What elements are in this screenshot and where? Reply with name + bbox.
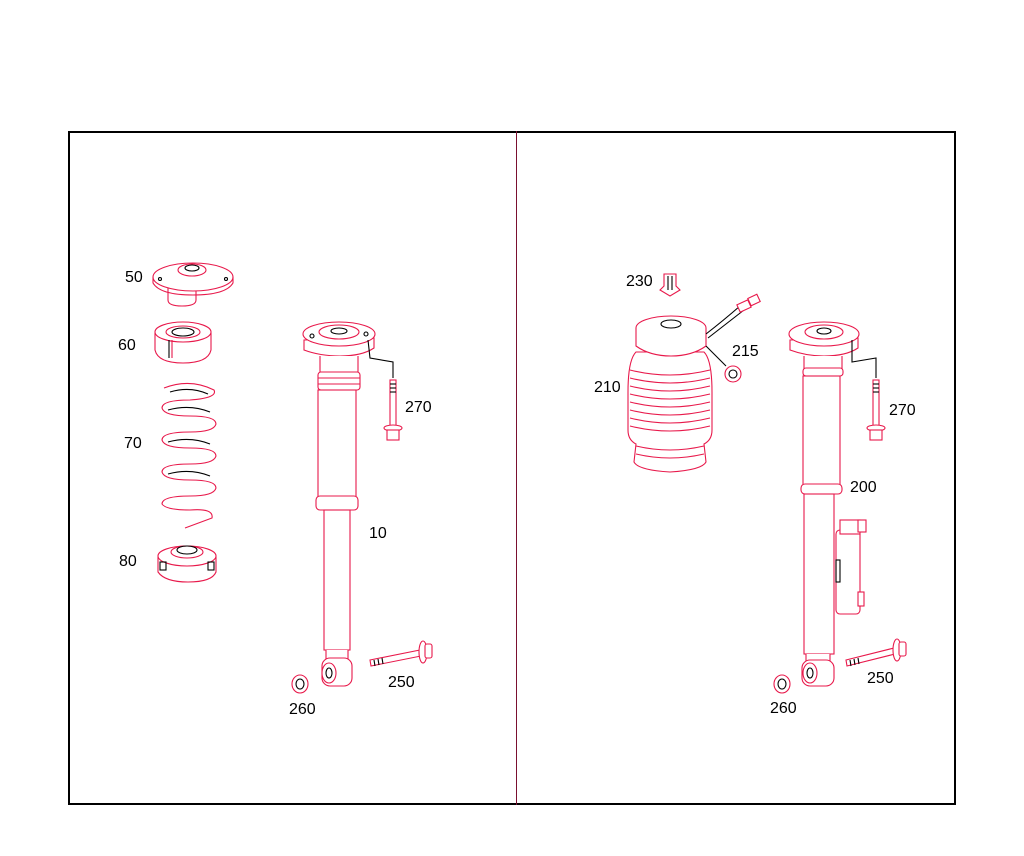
part-70-coil-spring-drawing[interactable] xyxy=(161,382,217,529)
label-part-210[interactable]: 210 xyxy=(594,379,621,396)
label-part-270-left[interactable]: 270 xyxy=(405,399,432,416)
part-50-strut-mount-drawing[interactable] xyxy=(152,262,234,307)
part-210-air-spring-drawing[interactable] xyxy=(627,293,761,473)
part-10-shock-absorber-drawing[interactable] xyxy=(302,321,376,687)
label-part-260-left[interactable]: 260 xyxy=(289,701,316,718)
label-part-60[interactable]: 60 xyxy=(118,337,136,354)
label-part-250-left[interactable]: 250 xyxy=(388,674,415,691)
part-260-nut-right-drawing[interactable] xyxy=(773,674,791,694)
label-part-250-right[interactable]: 250 xyxy=(867,670,894,687)
label-part-10[interactable]: 10 xyxy=(369,525,387,542)
label-part-260-right[interactable]: 260 xyxy=(770,700,797,717)
label-part-215[interactable]: 215 xyxy=(732,343,759,360)
part-250-bolt-right-drawing[interactable] xyxy=(845,638,907,667)
label-part-80[interactable]: 80 xyxy=(119,553,137,570)
part-250-bolt-left-drawing[interactable] xyxy=(369,640,433,667)
part-230-clip-drawing[interactable] xyxy=(659,273,681,297)
part-270-bolt-left-drawing[interactable] xyxy=(367,339,403,441)
diagram-frame xyxy=(68,131,956,805)
label-part-70[interactable]: 70 xyxy=(124,435,142,452)
label-part-230[interactable]: 230 xyxy=(626,273,653,290)
label-part-50[interactable]: 50 xyxy=(125,269,143,286)
label-part-270-right[interactable]: 270 xyxy=(889,402,916,419)
part-260-nut-left-drawing[interactable] xyxy=(291,674,309,694)
label-part-200[interactable]: 200 xyxy=(850,479,877,496)
part-200-shock-absorber-drawing[interactable] xyxy=(788,321,867,687)
part-60-upper-seat-drawing[interactable] xyxy=(154,321,212,364)
panel-divider xyxy=(516,131,517,805)
part-80-lower-seat-drawing[interactable] xyxy=(157,545,217,583)
part-270-bolt-right-drawing[interactable] xyxy=(851,340,886,441)
part-215-nut-drawing[interactable] xyxy=(724,365,742,383)
